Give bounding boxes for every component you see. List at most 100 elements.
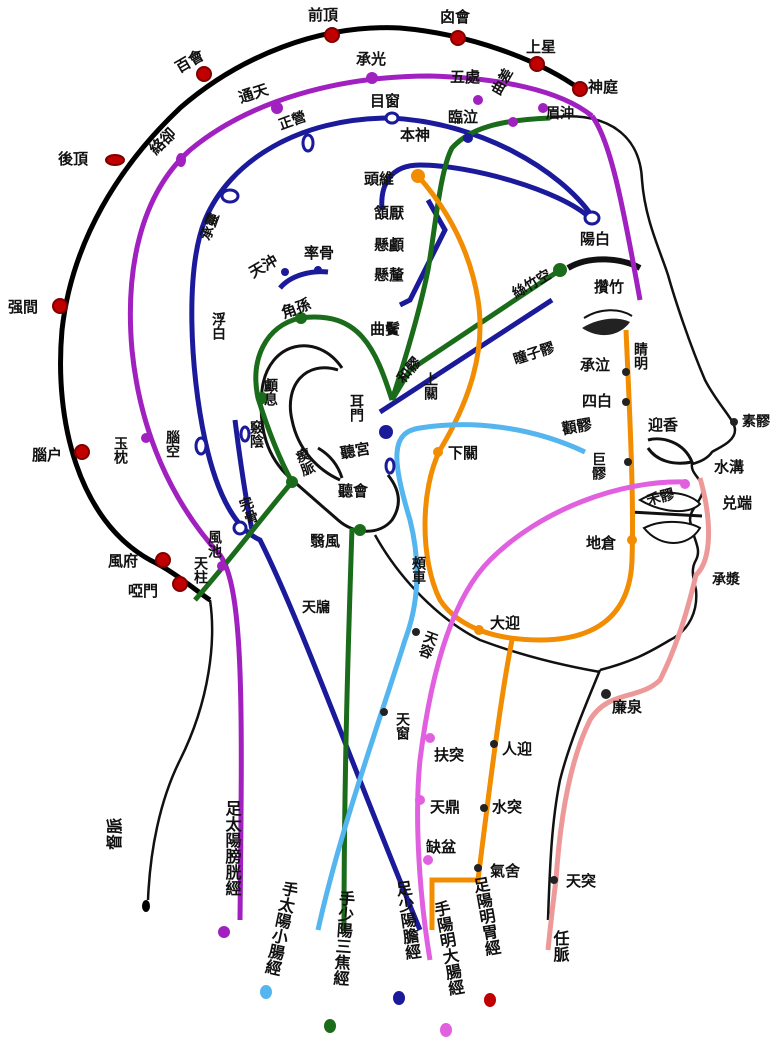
label-naohu: 腦户: [32, 446, 62, 464]
label-tinghui: 聽會: [338, 482, 369, 500]
tianding-point: [415, 795, 425, 805]
label-jingming: 睛明: [632, 341, 648, 371]
label-qiaoyin: 竅陰: [248, 419, 265, 449]
sanjiao-end: [324, 1019, 336, 1033]
tianzhu-point: [217, 561, 227, 571]
yamen-point: [173, 577, 187, 591]
label-qubin: 曲鬢: [370, 320, 400, 338]
small-intestine-end: [260, 985, 272, 999]
label-yuzhen: 玉枕: [112, 436, 128, 465]
suliao-point: [730, 418, 738, 426]
tinggong-point: [379, 425, 393, 439]
label-fengfu: 風府: [108, 552, 138, 570]
large-intestine-end: [440, 1023, 452, 1037]
neck-labels: 扶突 人迎 天鼎 水突 缺盆 氣舍 天突: [425, 740, 596, 890]
label-tongziliao: 瞳子髎: [511, 339, 557, 368]
futu-point: [425, 733, 435, 743]
gb-labels: 目窗 臨泣 正營 本神 承靈 陽白 頭維 頷厭 懸顱 懸釐 曲鬢 天沖 率骨 浮…: [164, 92, 610, 559]
label-linqi: 臨泣: [448, 108, 478, 126]
label-fengchi: 風池: [206, 530, 222, 559]
label-shenting: 神庭: [588, 78, 619, 96]
du-end: [142, 900, 150, 912]
label-shuaigu: 率骨: [304, 244, 334, 262]
wuchu-point: [473, 95, 483, 105]
label-shuigou: 水溝: [714, 458, 744, 476]
meridian-sanjiao: 手少陽三焦經: [330, 889, 357, 987]
meridian-name-labels: 督脈 足太陽膀胱經 手太陽小腸經 手少陽三焦經 足少陽膽經 手陽明大腸經 足陽明…: [105, 800, 571, 997]
shangxing-point: [530, 57, 544, 71]
meridian-bladder: 足太陽膀胱經: [223, 800, 243, 896]
xiaguan-point: [433, 447, 443, 457]
label-tianding: 天鼎: [430, 798, 460, 816]
nostril: [648, 439, 692, 463]
qimai-point: [286, 476, 298, 488]
juliao-point: [624, 458, 632, 466]
label-lianquan: 廉泉: [612, 698, 643, 716]
heliao-li-point: [680, 479, 690, 489]
label-benshen: 本神: [400, 126, 430, 144]
label-duiduan: 兑端: [722, 494, 752, 512]
label-tianyou: 天牖: [302, 599, 330, 616]
label-luoque: 絡卻: [146, 124, 180, 158]
label-tianchuang: 天窗: [394, 712, 410, 741]
label-zanzhu: 攢竹: [594, 278, 624, 296]
label-quepen: 缺盆: [425, 838, 457, 856]
label-tiantu: 天突: [566, 872, 596, 890]
label-tianzhu: 天柱: [192, 556, 208, 584]
fengfu-point: [156, 553, 170, 567]
label-shuitu: 水突: [492, 798, 522, 816]
tianrong-point: [412, 628, 420, 636]
label-tianchong: 天沖: [246, 251, 281, 282]
label-chengguang: 承光: [356, 50, 386, 68]
label-dicang: 地倉: [586, 534, 617, 552]
label-qishe: 氣舍: [490, 862, 521, 880]
yuzhen-point: [141, 433, 151, 443]
yifeng-point: [354, 524, 366, 536]
large-intestine-meridian-line: [418, 482, 685, 960]
meridian-ren: 任脈: [551, 929, 571, 963]
muchuang-point: [386, 113, 398, 123]
label-meichong: 眉沖: [546, 105, 574, 122]
quepen-point: [423, 855, 433, 865]
naokong-point: [196, 438, 206, 454]
zhengying-point: [303, 135, 313, 151]
du-meridian-line: [61, 28, 581, 600]
label-shangguan: 上關: [422, 372, 438, 401]
yangbai-point: [585, 212, 599, 224]
label-xuanli: 懸釐: [374, 266, 404, 284]
du-point-markers: [53, 28, 587, 591]
qianding-point: [325, 28, 339, 42]
baihui-point: [197, 67, 211, 81]
tinghui-point: [386, 459, 394, 473]
label-quanliao: 顴髎: [560, 415, 594, 438]
label-chengling: 承靈: [198, 211, 223, 243]
label-sizhukong: 絲竹空: [509, 266, 554, 302]
xinhui-point: [451, 31, 465, 45]
dicang-point: [627, 535, 637, 545]
touwei-point: [411, 169, 425, 183]
daying-point: [474, 625, 484, 635]
stomach-end: [484, 993, 496, 1007]
qishe-point: [474, 864, 482, 872]
label-qianding: 前頂: [308, 6, 339, 24]
qiangjian-point: [53, 299, 67, 313]
label-naokong: 腦空: [164, 429, 180, 458]
chengling-point: [222, 190, 238, 202]
naohu-point: [75, 445, 89, 459]
tianchong-point: [281, 268, 289, 276]
label-juliao: 巨髎: [590, 452, 606, 481]
label-renying: 人迎: [502, 740, 532, 758]
lianquan-point: [601, 689, 611, 699]
shuaigu-point: [314, 266, 322, 274]
label-luxi: 顱息: [262, 377, 279, 407]
sibai-point: [622, 398, 630, 406]
tongtian-point: [271, 102, 283, 114]
bladder-end: [218, 926, 230, 938]
label-tinggong: 聽宮: [339, 440, 372, 463]
label-yifeng: 翳風: [310, 532, 340, 550]
qucha-point: [508, 117, 518, 127]
label-houding: 後頂: [57, 150, 89, 168]
luoque-point: [176, 153, 186, 167]
label-shangxing: 上星: [526, 38, 556, 56]
